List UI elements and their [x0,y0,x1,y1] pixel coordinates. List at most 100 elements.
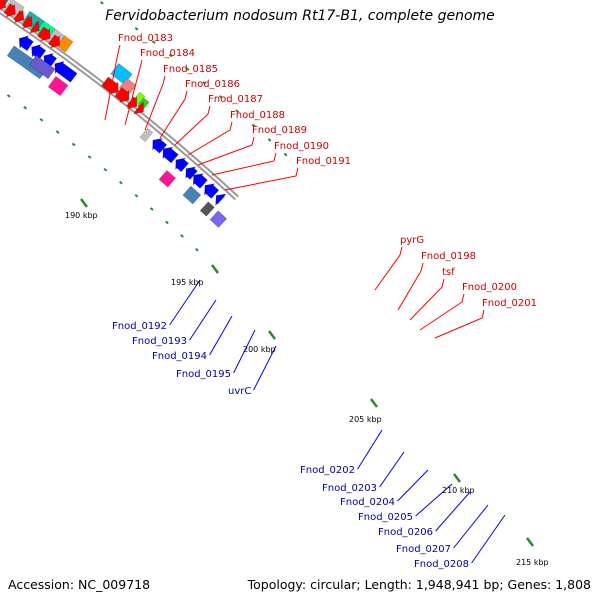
reverse-leader-line [357,429,383,470]
forward-gene-arrow [29,19,40,34]
reverse-gene-label: Fnod_0205 [358,512,413,523]
forward-leader-line [174,105,211,146]
reverse-gene-arrow [204,183,220,199]
inner-tick [55,130,60,134]
inner-tick [149,207,154,211]
reverse-gene-label: Fnod_0203 [322,483,377,494]
tick-marks [6,1,534,547]
forward-gene-label: Fnod_0189 [252,125,307,136]
feature-block [158,170,177,188]
forward-leader-line [159,90,188,139]
feature-block [209,210,228,228]
kbp-label: 215 kbp [516,558,549,567]
reverse-leader-line [453,504,489,549]
forward-leader-line [419,293,465,331]
kbp-label: 200 kbp [243,345,276,354]
forward-leader-line [104,44,121,121]
outer-tick [218,95,223,99]
forward-gene-arrow [36,26,51,42]
forward-gene-arrow [0,0,6,10]
reverse-gene-arrow [192,173,208,189]
forward-leader-line [211,152,277,176]
forward-gene-label: tsf [442,267,455,278]
kbp-label: 205 kbp [349,415,382,424]
label-leaders [104,44,506,564]
forward-leader-line [409,278,445,321]
outer-tick [283,152,288,157]
feature-block [28,54,56,80]
reverse-gene-label: Fnod_0194 [152,351,207,362]
reverse-leader-line [471,514,506,564]
feature-block [47,76,69,97]
reverse-leader-line [169,279,201,326]
forward-leader-line [187,121,233,156]
reverse-gene-label: Fnod_0208 [414,559,469,570]
forward-gene-label: Fnod_0201 [482,298,537,309]
inner-tick [134,193,139,198]
reverse-leader-line [233,329,256,374]
feature-block [139,127,154,143]
genome-summary-text: Topology: circular; Length: 1,948,941 bp… [247,577,591,592]
reverse-gene-label: Fnod_0206 [378,527,433,538]
map-title: Fervidobacterium nodosum Rt17-B1, comple… [105,8,495,24]
kbp-tick [526,537,534,547]
feature-block [199,201,215,217]
forward-leader-line [144,75,166,131]
reverse-leader-line [415,483,453,517]
accession-text: Accession: NC_009718 [8,577,151,592]
forward-gene-label: pyrG [400,235,424,246]
reverse-gene-arrow [54,60,78,83]
reverse-gene-label: Fnod_0193 [132,336,187,347]
forward-gene-arrow [114,87,130,103]
reverse-gene-label: uvrC [228,386,251,397]
forward-gene-label: Fnod_0188 [230,110,285,121]
forward-leader-line [224,167,299,191]
forward-gene-label: Fnod_0186 [185,79,240,90]
feature-block [182,185,202,205]
forward-leader-line [197,136,255,166]
inner-tick [71,142,76,147]
inner-tick [87,155,92,159]
forward-gene-label: Fnod_0184 [140,48,195,59]
reverse-leader-line [379,451,405,488]
forward-gene-label: Fnod_0200 [462,282,517,293]
reverse-gene-label: Fnod_0202 [300,465,355,476]
reverse-gene-arrow [175,157,189,173]
kbp-tick [268,330,276,340]
reverse-gene-label: Fnod_0207 [396,544,451,555]
inner-tick [103,167,108,172]
inner-tick [39,118,44,122]
forward-leader-line [374,246,403,291]
kbp-tick [370,398,378,408]
kbp-label: 190 kbp [65,211,98,220]
reverse-leader-line [253,345,277,391]
outer-tick [134,27,139,31]
forward-gene-arrow [48,34,61,49]
reverse-leader-line [435,491,471,532]
forward-gene-arrow [133,101,144,115]
genome-backbone [0,7,239,201]
reverse-gene-arrow [215,193,227,206]
outer-tick [151,40,156,44]
kbp-label: 195 kbp [171,278,204,287]
reverse-gene-arrow [31,44,47,60]
reverse-leader-line [209,315,233,356]
forward-gene-arrow [3,3,16,18]
forward-gene-arrow [13,9,25,24]
kbp-label: 210 kbp [442,486,475,495]
inner-tick [6,94,11,98]
outer-tick [267,138,272,142]
reverse-gene-label: Fnod_0192 [112,321,167,332]
feature-block [56,35,74,53]
forward-gene-arrow [21,15,33,29]
inner-tick [23,106,28,110]
reverse-leader-line [397,469,429,502]
reverse-gene-arrow [162,146,179,164]
forward-gene-label: Fnod_0191 [296,156,351,167]
inner-tick [180,234,184,238]
outer-tick [99,1,104,5]
inner-tick [119,180,123,185]
inner-tick [165,220,169,225]
forward-leader-line [124,59,143,126]
